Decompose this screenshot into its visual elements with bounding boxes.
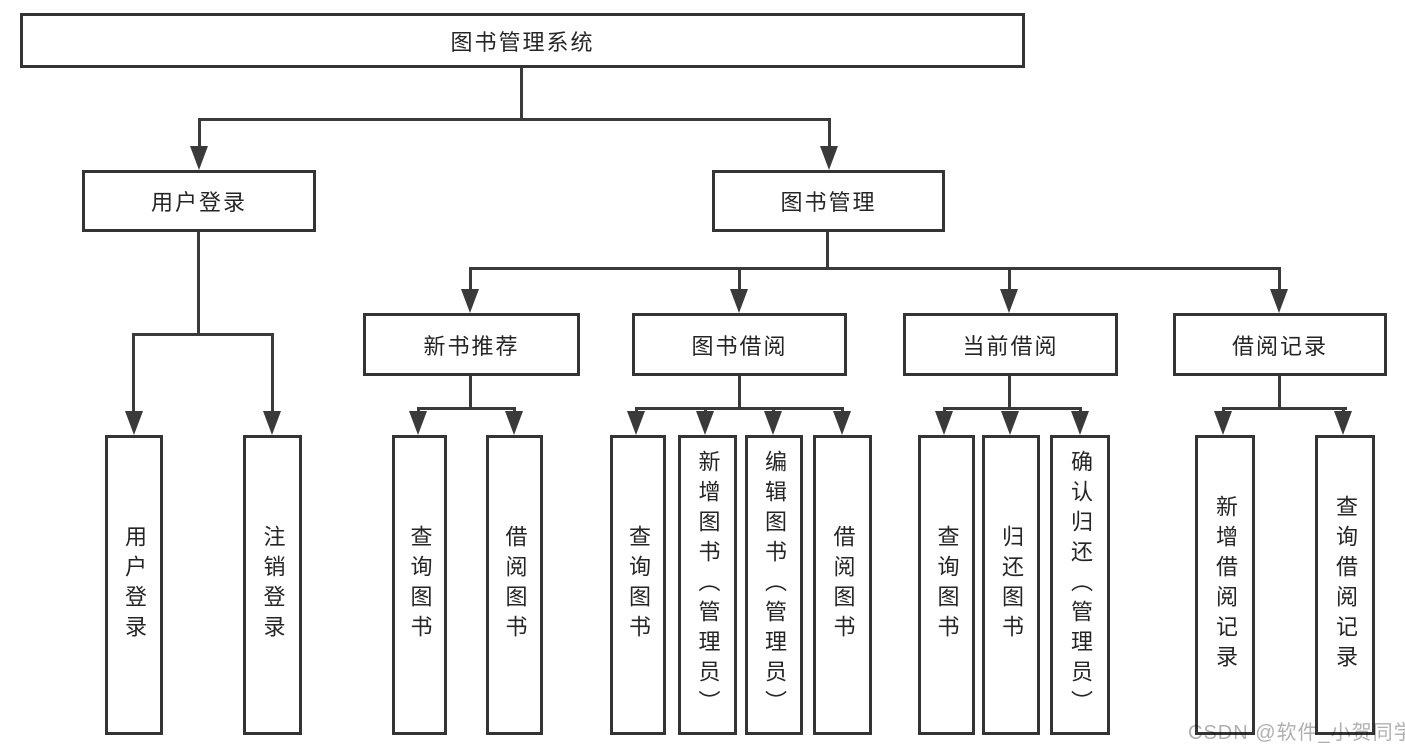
connector-vertical-line: [1278, 267, 1281, 293]
node-label: 注销登录: [260, 525, 286, 645]
leaf-add-books-admin: 新增图书（管理员）: [678, 435, 737, 735]
connector-horizontal-line: [943, 407, 1082, 410]
connector-horizontal-line: [469, 267, 1281, 270]
leaf-query-borrow-record: 查询借阅记录: [1315, 435, 1375, 735]
connector-vertical-line: [738, 267, 741, 293]
node-label: 新书推荐: [423, 333, 520, 359]
leaf-borrow-books-2: 借阅图书: [813, 435, 872, 735]
node-label: 图书管理系统: [450, 29, 595, 55]
node-label: 用户登录: [122, 525, 147, 645]
connector-vertical-line: [197, 232, 200, 336]
leaf-query-books-3: 查询图书: [918, 435, 975, 735]
leaf-borrow-books-1: 借阅图书: [486, 435, 543, 735]
arrowhead-down-icon: [1214, 411, 1232, 435]
node-label: 图书管理: [780, 190, 877, 215]
connector-vertical-line: [828, 118, 831, 150]
arrowhead-down-icon: [764, 411, 782, 435]
node-label: 借阅记录: [1231, 333, 1328, 359]
connector-vertical-line: [469, 267, 472, 293]
node-label: 图书借阅: [691, 333, 788, 359]
node-current-borrow: 当前借阅: [903, 313, 1118, 376]
node-label: 新增图书（管理员）: [695, 450, 721, 720]
connector-vertical-line: [520, 68, 523, 120]
arrowhead-down-icon: [190, 146, 208, 170]
node-label: 查询借阅记录: [1333, 495, 1358, 675]
connector-vertical-line: [1008, 267, 1011, 293]
arrowhead-down-icon: [263, 411, 281, 435]
arrowhead-down-icon: [730, 289, 748, 313]
node-library-system: 图书管理系统: [20, 13, 1025, 68]
node-label: 查询图书: [407, 525, 433, 645]
arrowhead-down-icon: [935, 411, 953, 435]
arrowhead-down-icon: [833, 411, 851, 435]
arrowhead-down-icon: [461, 289, 479, 313]
leaf-query-books-2: 查询图书: [610, 435, 666, 735]
arrowhead-down-icon: [627, 411, 645, 435]
leaf-add-borrow-record: 新增借阅记录: [1195, 435, 1255, 735]
arrowhead-down-icon: [1001, 411, 1019, 435]
node-label: 归还图书: [999, 525, 1024, 645]
arrowhead-down-icon: [696, 411, 714, 435]
node-book-management: 图书管理: [712, 170, 945, 232]
connector-vertical-line: [826, 232, 829, 270]
node-borrow-records: 借阅记录: [1173, 313, 1387, 376]
arrowhead-down-icon: [1334, 411, 1352, 435]
connector-vertical-line: [198, 118, 201, 150]
arrowhead-down-icon: [125, 411, 143, 435]
arrowhead-down-icon: [409, 411, 427, 435]
connector-horizontal-line: [417, 407, 516, 410]
connector-vertical-line: [469, 376, 472, 409]
node-label: 确认归还（管理员）: [1068, 450, 1093, 720]
arrowhead-down-icon: [505, 411, 523, 435]
node-new-book-recommend: 新书推荐: [363, 313, 580, 376]
arrowhead-down-icon: [1071, 411, 1089, 435]
node-label: 新增借阅记录: [1213, 495, 1238, 675]
leaf-return-books: 归还图书: [982, 435, 1040, 735]
connector-horizontal-line: [1222, 407, 1347, 410]
leaf-confirm-return-admin: 确认归还（管理员）: [1050, 435, 1110, 735]
connector-vertical-line: [271, 333, 274, 414]
leaf-logout: 注销登录: [243, 435, 302, 735]
node-label: 编辑图书（管理员）: [762, 450, 787, 720]
node-label: 借阅图书: [502, 525, 528, 645]
arrowhead-down-icon: [1000, 289, 1018, 313]
connector-horizontal-line: [198, 118, 831, 121]
connector-horizontal-line: [635, 407, 844, 410]
node-label: 用户登录: [150, 190, 247, 215]
csdn-watermark: CSDN @软件_小贺同学: [1188, 722, 1405, 744]
arrowhead-down-icon: [1270, 289, 1288, 313]
leaf-query-books-1: 查询图书: [392, 435, 447, 735]
connector-vertical-line: [132, 333, 135, 414]
connector-horizontal-line: [132, 333, 274, 336]
node-label: 当前借阅: [962, 333, 1059, 359]
node-user-login-group: 用户登录: [82, 170, 316, 232]
node-book-borrow: 图书借阅: [632, 313, 847, 376]
leaf-user-login: 用户登录: [105, 435, 163, 735]
node-label: 查询图书: [934, 525, 960, 645]
leaf-edit-books-admin: 编辑图书（管理员）: [745, 435, 803, 735]
node-label: 查询图书: [626, 525, 651, 645]
arrowhead-down-icon: [820, 146, 838, 170]
connector-vertical-line: [1278, 376, 1281, 409]
connector-vertical-line: [1008, 376, 1011, 409]
node-label: 借阅图书: [830, 525, 856, 645]
connector-vertical-line: [738, 376, 741, 409]
